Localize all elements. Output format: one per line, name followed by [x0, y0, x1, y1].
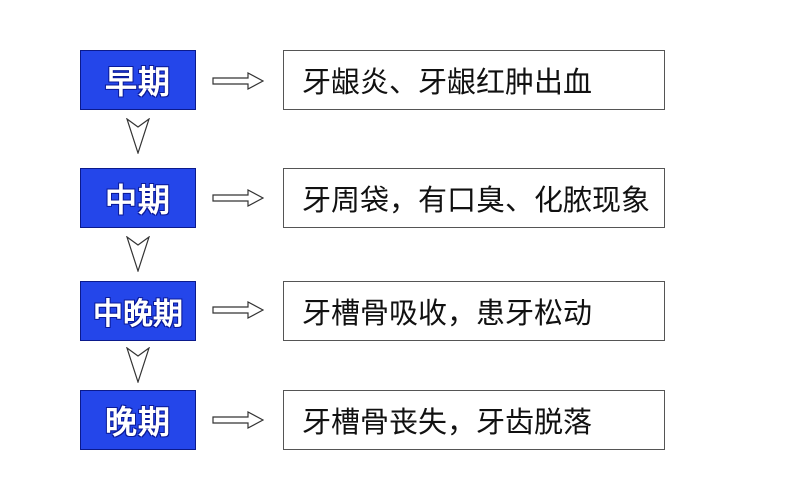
- description-box-early: 牙龈炎、牙龈红肿出血: [283, 50, 665, 110]
- stage-box-late: 晚期: [80, 390, 196, 450]
- down-arrow-icon: [126, 236, 150, 272]
- stage-box-middle: 中期: [80, 168, 196, 228]
- right-arrow-icon: [212, 189, 264, 207]
- stage-box-early: 早期: [80, 50, 196, 110]
- description-box-middle-late: 牙槽骨吸收，患牙松动: [283, 281, 665, 341]
- down-arrow-icon: [126, 118, 150, 154]
- description-box-late: 牙槽骨丧失，牙齿脱落: [283, 390, 665, 450]
- right-arrow-icon: [212, 411, 264, 429]
- stage-box-middle-late: 中晚期: [80, 281, 196, 341]
- right-arrow-icon: [212, 72, 264, 90]
- down-arrow-icon: [126, 347, 150, 383]
- right-arrow-icon: [212, 301, 264, 319]
- description-box-middle: 牙周袋，有口臭、化脓现象: [283, 168, 665, 228]
